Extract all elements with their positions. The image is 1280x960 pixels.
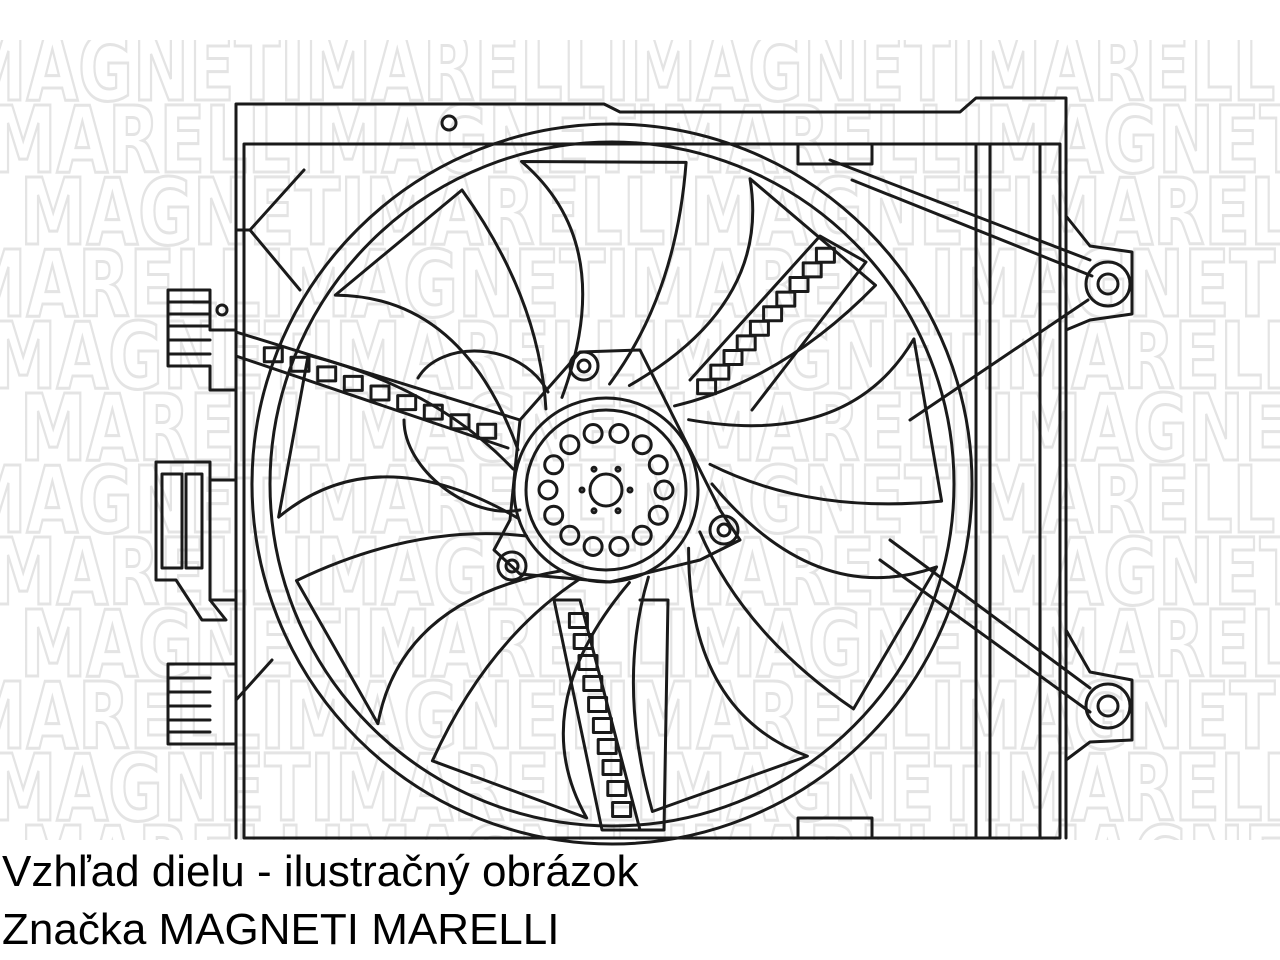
image-caption: Vzhľad dielu - ilustračný obrázok [2, 847, 639, 896]
hub-bolt [614, 465, 622, 473]
arm-rib [735, 334, 757, 352]
watermark-row: MAGNETIMARELLIMAGNETIMARELLI [20, 591, 1280, 698]
hub-hole [653, 479, 675, 501]
watermark-row: MAGNETIMARELLIMAGNETIMARELLI [20, 159, 1280, 266]
fan-assembly-drawing [154, 96, 1134, 846]
arm-rib [316, 365, 338, 383]
arm-rib [262, 346, 284, 364]
arm-rib [762, 305, 784, 323]
fan-blade [631, 546, 809, 813]
arm-rib [587, 696, 609, 713]
fan-blade [333, 188, 548, 452]
arm-rib [369, 384, 391, 402]
hub-hole [608, 536, 630, 557]
arm-rib [709, 363, 731, 381]
arm-rib [572, 633, 594, 650]
arm-rib [342, 374, 364, 392]
arm-rib [567, 612, 589, 629]
arm-rib [596, 738, 618, 755]
hub-bolt [590, 465, 598, 473]
arm-rib [722, 349, 744, 366]
fan-blade [520, 160, 688, 399]
hub-hole [647, 504, 669, 526]
arm-rib [289, 355, 311, 373]
arm-rib [396, 394, 418, 412]
arm-rib [814, 246, 836, 264]
fan-blade [627, 177, 877, 408]
hub-hole [543, 454, 565, 476]
arm-rib [601, 759, 623, 776]
fan-blade [295, 532, 564, 726]
hub-hole [647, 454, 669, 476]
hub-hole [559, 524, 581, 546]
arm-rib [611, 801, 633, 818]
hub-hole [631, 524, 653, 546]
hub-bolt [590, 507, 598, 515]
hub-hole [608, 423, 630, 444]
hub-bolt [614, 507, 622, 515]
fan-blade [430, 577, 631, 820]
hub-hole [537, 479, 559, 501]
fan-blade [698, 482, 939, 711]
hub-hole [559, 434, 581, 456]
motor-hub-outer [512, 396, 700, 584]
arm-rib [748, 319, 770, 337]
shroud-outline [234, 96, 1068, 840]
arm-rib [591, 717, 613, 734]
arm-rib [449, 413, 471, 431]
hub-hole [631, 434, 653, 456]
hub-hole [543, 504, 565, 526]
fan-blade [277, 353, 520, 520]
fan-ring-outer [250, 122, 974, 846]
hub-hole [582, 423, 604, 444]
arm-rib [788, 276, 810, 293]
arm-rib [476, 422, 498, 440]
arm-rib [582, 675, 604, 692]
arm-rib [606, 780, 628, 797]
arm-rib [422, 403, 444, 421]
fan-ring-inner [268, 140, 956, 828]
arm-rib [801, 261, 823, 279]
arm-rib [577, 654, 599, 671]
hub-bolt [578, 486, 586, 494]
arm-rib [696, 378, 718, 396]
arm-rib [775, 290, 797, 308]
hub-hole [582, 536, 604, 557]
fan-blade [687, 337, 944, 506]
hub-bolt [626, 486, 634, 494]
brand-caption: Značka MAGNETI MARELLI [2, 905, 560, 954]
